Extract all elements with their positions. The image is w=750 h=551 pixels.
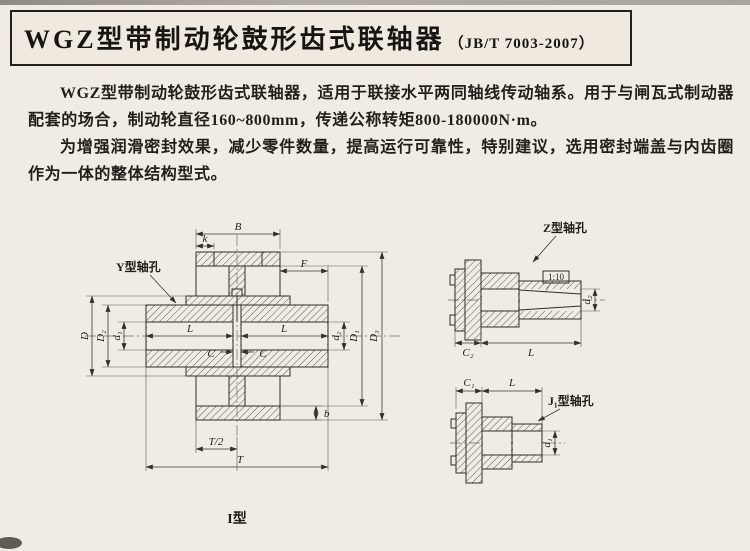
- dim-label-D: D: [79, 332, 91, 341]
- center-bolt: [231, 288, 243, 322]
- z-dim-label-d2: d₂: [581, 295, 593, 305]
- j-title-leader: [537, 408, 561, 422]
- dim-label-T-half: T/2: [209, 436, 224, 448]
- scan-edge-artifact: [0, 0, 750, 5]
- title-box: WGZ型带制动轮鼓形齿式联轴器 （JB/T 7003-2007）: [10, 10, 632, 66]
- dim-label-L-left: L: [186, 323, 193, 335]
- j-dim-label-d1: d₁: [541, 438, 553, 448]
- taper-leader: [545, 282, 552, 292]
- page-title: WGZ型带制动轮鼓形齿式联轴器: [24, 25, 445, 54]
- technical-figure: B k F Y型轴孔 D D₂: [0, 205, 750, 545]
- j-body: [481, 416, 513, 470]
- dim-label-B: B: [235, 221, 242, 233]
- j-bolt-cap-bottom: [450, 455, 457, 466]
- drawing-svg: B k F Y型轴孔 D D₂: [79, 220, 605, 527]
- z-body: [480, 272, 520, 328]
- z-flange-disc: [464, 259, 482, 341]
- dim-label-C-left: C: [207, 348, 215, 360]
- dim-label-D3: D₃: [368, 330, 380, 343]
- bottom-sleeve-plate: [185, 366, 291, 377]
- z-dim-label-L: L: [527, 347, 534, 359]
- y-bore-label: Y型轴孔: [116, 259, 161, 274]
- main-view-caption: I型: [227, 510, 246, 527]
- dim-label-d1: d₁: [111, 331, 123, 341]
- dim-label-D2: D₂: [95, 330, 107, 343]
- z-view-title: Z型轴孔: [543, 220, 587, 235]
- j-shaft-hub: [511, 423, 543, 463]
- z-dim-label-C2: C₂: [462, 347, 473, 359]
- dim-label-L-right: L: [280, 323, 287, 335]
- dim-label-T: T: [237, 454, 244, 466]
- scan-smudge-artifact: [0, 537, 22, 549]
- intro-text: WGZ型带制动轮鼓形齿式联轴器，适用于联接水平两同轴线传动轴系。用于与闸瓦式制动…: [28, 80, 734, 188]
- z-bolt-cap-top: [449, 274, 456, 286]
- dim-ext-T: [145, 367, 329, 471]
- z-title-leader: [532, 235, 557, 263]
- j-bolt-cap-top: [450, 418, 457, 429]
- j-flange-disc: [465, 402, 483, 484]
- dim-label-C-right: C: [259, 348, 267, 360]
- taper-label: 1:10: [548, 272, 565, 282]
- j-dim-label-L: L: [508, 377, 515, 389]
- dim-label-d2: d₂: [330, 331, 342, 341]
- j-bore-view: J₁型轴孔 C₁ L d₁: [450, 377, 594, 484]
- top-sleeve-plate: [185, 295, 291, 306]
- taper-box: [542, 270, 570, 284]
- paragraph-2: 为增强润滑密封效果，减少零件数量，提高运行可靠性，特别建议，选用密封端盖与内齿圈…: [28, 139, 734, 183]
- y-bore-leader: [149, 274, 177, 304]
- z-shaft-hub: [518, 280, 582, 320]
- j-view-title: J₁型轴孔: [548, 393, 594, 408]
- paragraph-1: WGZ型带制动轮鼓形齿式联轴器，适用于联接水平两同轴线传动轴系。用于与闸瓦式制动…: [28, 85, 734, 129]
- standard-reference: （JB/T 7003-2007）: [448, 36, 595, 52]
- dim-label-D1: D₁: [348, 330, 360, 343]
- dim-label-k: k: [203, 233, 209, 245]
- brake-drum-lower: [195, 375, 281, 421]
- main-view: B k F Y型轴孔 D D₂: [79, 221, 402, 527]
- j-bolt-block: [455, 412, 467, 474]
- z-bolt-block: [454, 268, 466, 332]
- z-bore-view: Z型轴孔 1:10 d₂ C₂ L: [448, 220, 605, 359]
- j-dim-label-C1: C₁: [463, 377, 474, 389]
- dim-label-b: b: [324, 408, 330, 420]
- dim-ext-D: [86, 295, 186, 377]
- dim-label-F: F: [300, 258, 308, 270]
- z-bolt-cap-bottom: [449, 314, 456, 326]
